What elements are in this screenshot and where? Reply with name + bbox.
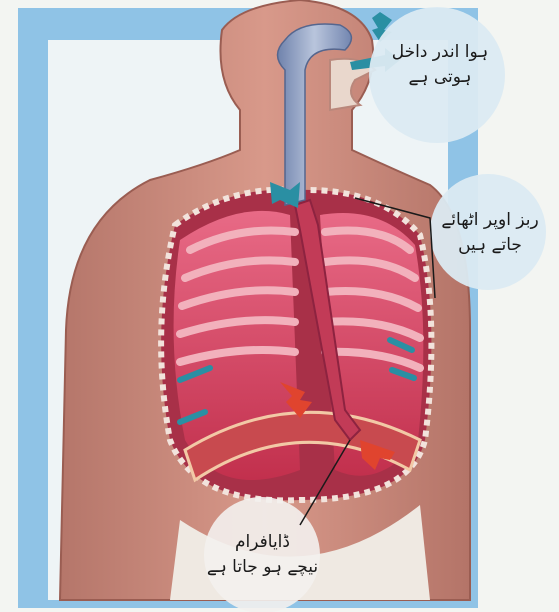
label-ribs-up: ربز اوپر اٹھائے جاتے ہیں <box>430 208 550 257</box>
label-air-in-line2: ہوتی ہے <box>385 65 495 90</box>
label-diaphragm-line1: ڈایافرام <box>200 530 325 555</box>
label-air-in-line1: ہوا اندر داخل <box>385 40 495 65</box>
label-diaphragm-line2: نیچے ہو جاتا ہے <box>200 555 325 580</box>
label-ribs-up-line1: ربز اوپر اٹھائے <box>430 208 550 233</box>
label-air-in: ہوا اندر داخل ہوتی ہے <box>385 40 495 89</box>
label-diaphragm: ڈایافرام نیچے ہو جاتا ہے <box>200 530 325 579</box>
label-ribs-up-line2: جاتے ہیں <box>430 233 550 258</box>
